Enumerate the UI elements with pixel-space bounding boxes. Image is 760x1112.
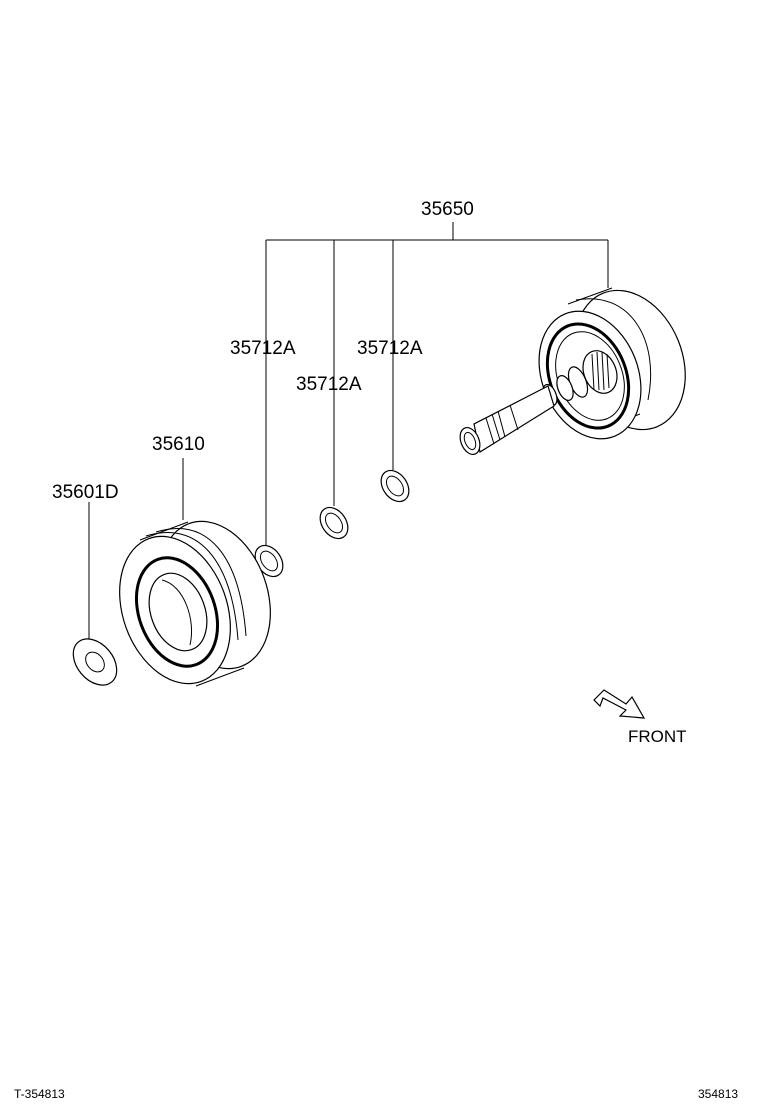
drum-shaft-assembly <box>459 287 686 456</box>
leader-lines <box>88 222 609 640</box>
thrust-ring-2 <box>319 506 349 540</box>
front-arrow-icon <box>593 689 646 719</box>
label-washer: 35601D <box>52 482 119 503</box>
label-ring-a: 35712A <box>230 338 296 359</box>
front-label: FRONT <box>628 727 687 746</box>
label-assembly: 35650 <box>421 199 474 220</box>
clutch-drum <box>119 520 271 687</box>
footer-right-code: 354813 <box>698 1087 738 1101</box>
footer-left-code: T-354813 <box>14 1087 65 1101</box>
label-ring-b: 35712A <box>296 374 362 395</box>
thrust-ring-3 <box>380 469 410 503</box>
label-drum: 35610 <box>152 434 205 455</box>
label-ring-c: 35712A <box>357 338 423 359</box>
washer <box>72 638 118 686</box>
